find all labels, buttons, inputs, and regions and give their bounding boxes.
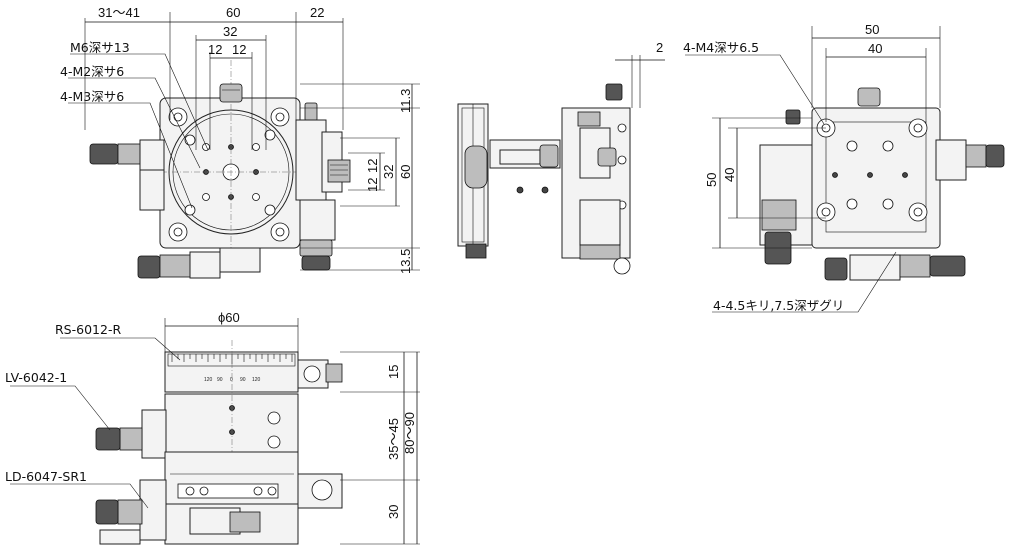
dim-11-3: 11.3	[398, 89, 413, 113]
label-lv-6042-1: LV-6042-1	[5, 370, 67, 385]
label-m2: 4-M2深サ6	[60, 64, 124, 79]
dim-22: 22	[310, 5, 324, 20]
dim-12-upper: 12	[365, 159, 380, 173]
dim-13-5: 13.5	[398, 249, 413, 274]
top-view: 31～41 60 22 32 12 12 11.3 12 12 32 60 13…	[60, 5, 420, 279]
dim-80-90: 80～90	[402, 412, 417, 454]
scale-120-left: 120	[204, 377, 213, 383]
dim-50-top: 50	[865, 22, 879, 37]
label-counterbore: 4-4.5キリ,7.5深ザグリ	[713, 298, 844, 313]
dim-2: 2	[656, 40, 663, 55]
dim-30: 30	[386, 505, 401, 519]
label-rs-6012-r: RS-6012-R	[55, 322, 121, 337]
dim-40-top: 40	[868, 41, 882, 56]
dim-50-left: 50	[704, 173, 719, 187]
side-view: 2	[457, 40, 665, 275]
scale-90-left: 90	[217, 377, 223, 383]
dim-40-left: 40	[722, 168, 737, 182]
right-view: 50 40 50 40 4-M4深サ6.5 4-4.5キリ,7.5深ザグリ	[683, 22, 1005, 313]
scale-90-right: 90	[240, 377, 246, 383]
dim-phi60: ϕ60	[218, 310, 240, 325]
dim-12-left: 12	[208, 42, 222, 57]
dim-12-right: 12	[232, 42, 246, 57]
scale-0: 0	[230, 377, 233, 383]
dim-60-right: 60	[398, 165, 413, 179]
front-view: 120 90 0 90 120	[5, 310, 420, 545]
label-m6: M6深サ13	[70, 40, 130, 55]
dim-32: 32	[223, 24, 237, 39]
scale-120-right: 120	[252, 377, 261, 383]
dim-15: 15	[386, 365, 401, 379]
label-m4: 4-M4深サ6.5	[683, 40, 759, 55]
label-ld-6047-sr1: LD-6047-SR1	[5, 469, 87, 484]
dim-12-lower: 12	[365, 178, 380, 192]
dim-31-41: 31～41	[98, 5, 140, 20]
label-m3: 4-M3深サ6	[60, 89, 124, 104]
dim-35-45: 35～45	[386, 418, 401, 460]
dim-60: 60	[226, 5, 240, 20]
dim-32-right: 32	[381, 165, 396, 179]
